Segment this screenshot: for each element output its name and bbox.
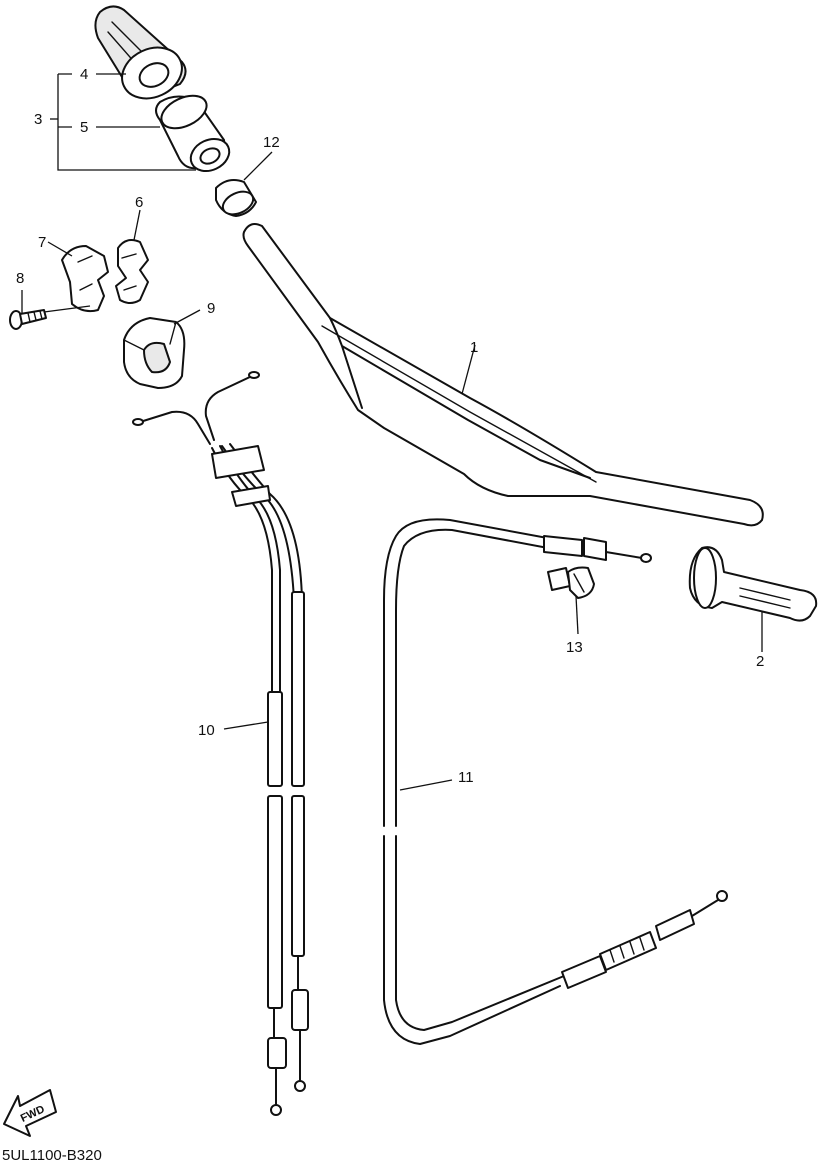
callout-7: 7 (38, 234, 46, 251)
bushing-collar (215, 179, 257, 217)
grip-guide (123, 317, 186, 389)
cable-adjuster (547, 566, 595, 599)
callout-4: 4 (80, 66, 88, 83)
forward-direction-arrow: FWD (3, 1089, 57, 1137)
callout-11: 11 (458, 769, 474, 786)
throttle-grip-assembly (94, 5, 231, 173)
callout-3: 3 (34, 111, 42, 128)
switch-housing-clamp (61, 245, 109, 313)
left-grip (688, 546, 818, 622)
callout-5: 5 (80, 119, 88, 136)
callout-9: 9 (207, 300, 215, 317)
clutch-cable (383, 518, 728, 1045)
leader-lines (21, 73, 763, 791)
callout-numbers: 1 2 3 4 5 6 7 8 9 10 11 12 13 (16, 66, 764, 786)
callout-8: 8 (16, 270, 24, 287)
screw (9, 309, 47, 330)
diagram-code: 5UL1100-B320 (2, 1147, 102, 1162)
callout-12: 12 (263, 134, 280, 151)
callout-2: 2 (756, 653, 764, 670)
callout-1: 1 (470, 339, 478, 356)
callout-13: 13 (566, 639, 583, 656)
handlebar (242, 223, 764, 527)
callout-10: 10 (198, 722, 215, 739)
throttle-cables (132, 371, 309, 1116)
callout-6: 6 (135, 194, 143, 211)
switch-housing-half (115, 239, 149, 304)
